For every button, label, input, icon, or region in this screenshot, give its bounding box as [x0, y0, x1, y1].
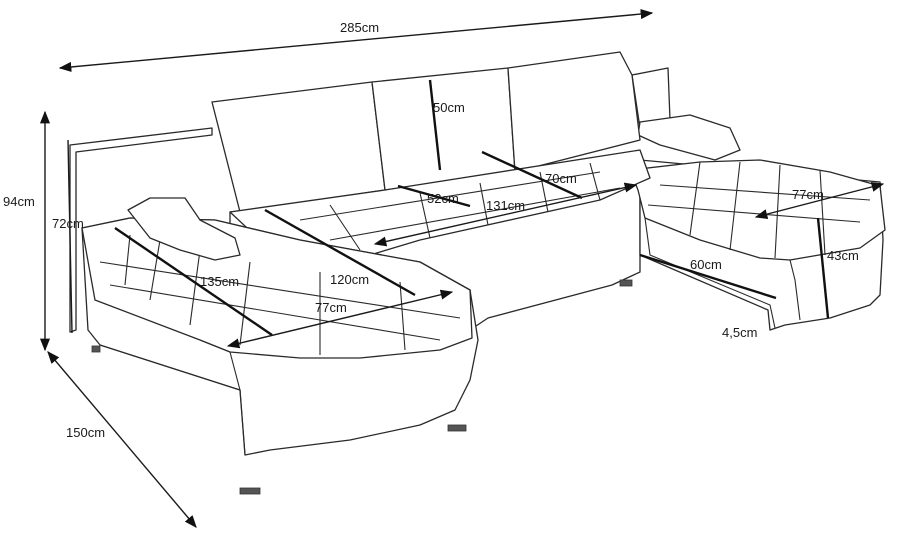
label-backrest-height: 50cm	[433, 100, 465, 115]
label-left-chaise-width: 120cm	[330, 272, 369, 287]
label-backrest-width: 70cm	[545, 171, 577, 186]
left-seat-width-arrow	[226, 289, 454, 349]
left-chaise-width-line	[264, 208, 416, 297]
sofa-foot	[91, 345, 101, 353]
label-total-height: 94cm	[3, 194, 35, 209]
label-seat-depth: 52cm	[427, 191, 459, 206]
right-armrest-pillow	[637, 114, 741, 161]
left-armrest-pillow	[127, 197, 241, 261]
sofa-foot	[619, 279, 633, 287]
dimension-labels: 285cm 94cm 72cm 150cm 50cm 52cm 131cm 70…	[3, 20, 859, 440]
right-chaise-length-line	[639, 253, 777, 300]
label-back-height: 72cm	[52, 216, 84, 231]
backrest-cushion-middle	[371, 67, 516, 191]
sofa-foot	[447, 424, 467, 432]
label-seat-width: 131cm	[486, 198, 525, 213]
total-width-arrow	[58, 9, 654, 72]
label-chaise-depth: 150cm	[66, 425, 105, 440]
seat-width-arrow	[373, 182, 638, 247]
back-height-line	[67, 139, 73, 334]
label-leg-height: 4,5cm	[722, 325, 757, 340]
dimension-lines	[39, 9, 885, 528]
seat-height-line	[816, 217, 830, 319]
label-right-seat-width: 77cm	[792, 187, 824, 202]
label-left-seat-width: 77cm	[315, 300, 347, 315]
chaise-depth-arrow	[47, 351, 197, 528]
label-total-width: 285cm	[340, 20, 379, 35]
sofa-foot	[239, 487, 261, 495]
backrest-cushion-left	[211, 81, 386, 213]
right-seat-width-arrow	[754, 181, 885, 220]
label-left-chaise-length: 135cm	[200, 274, 239, 289]
sofa-back-frame	[69, 127, 213, 333]
label-seat-height: 43cm	[827, 248, 859, 263]
label-right-chaise-length: 60cm	[690, 257, 722, 272]
sofa-drawing	[69, 51, 886, 495]
backrest-height-line	[428, 79, 442, 171]
